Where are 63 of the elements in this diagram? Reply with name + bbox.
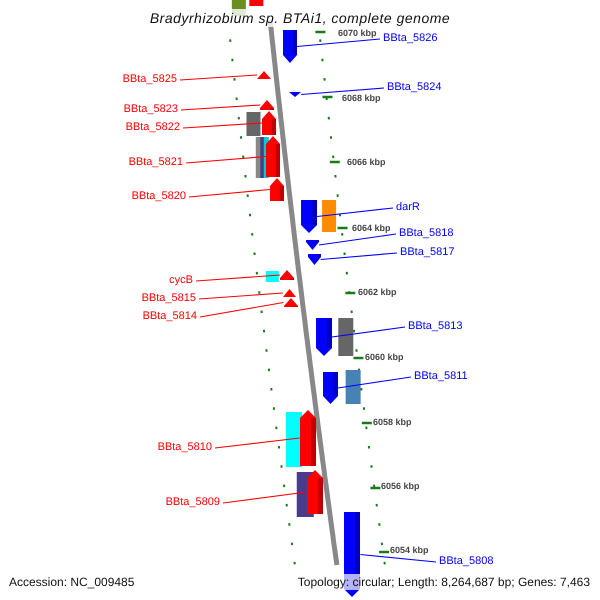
leader-line: [180, 74, 258, 81]
reverse-gene-feature: [301, 200, 318, 233]
scale-label: 6060 kbp: [365, 351, 404, 363]
reverse-gene-feature: [306, 240, 320, 250]
scale-label: 6062 kbp: [358, 286, 397, 298]
accession-text: Accession: NC_009485: [9, 574, 134, 590]
forward-gene-feature: [284, 298, 298, 307]
leader-line: [180, 104, 260, 111]
scale-label: 6058 kbp: [373, 416, 412, 428]
forward-gene-feature: [257, 71, 272, 79]
gene-label: BBta_5811: [414, 369, 468, 383]
forward-gene-feature: [270, 178, 284, 201]
leader-line: [320, 252, 398, 260]
forward-gene-feature: [306, 470, 323, 514]
forward-gene-feature: [300, 410, 316, 466]
leader-line: [360, 554, 436, 563]
gene-label: BBta_5814: [142, 309, 197, 323]
gene-label: BBta_5822: [126, 120, 180, 134]
gene-label: BBta_5809: [166, 495, 220, 509]
leader-line: [222, 491, 307, 504]
reverse-gene-feature: [289, 92, 302, 97]
leader-line: [332, 326, 406, 338]
scale-label: 6054 kbp: [390, 544, 429, 556]
scale-label: 6066 kbp: [347, 156, 386, 168]
gene-label: darR: [396, 200, 420, 214]
forward-gene-feature: [260, 100, 274, 110]
reverse-gene-feature: [316, 318, 332, 356]
genome-summary-text: Topology: circular; Length: 8,264,687 bp; Genes: 7,463: [298, 574, 590, 590]
leader-line: [186, 156, 266, 164]
leader-line: [188, 188, 270, 198]
scale-label: 6056 kbp: [381, 480, 420, 492]
gene-label: cycB: [169, 273, 193, 287]
reverse-gene-feature: [322, 372, 338, 404]
scale-label: 6070 kbp: [338, 27, 377, 39]
forward-gene-feature: [282, 289, 296, 297]
gene-label: BBta_5826: [383, 31, 438, 45]
scale-label: 6064 kbp: [352, 222, 391, 234]
gene-label: BBta_5810: [158, 440, 212, 454]
scale-label: 6068 kbp: [342, 92, 381, 104]
leader-line: [182, 122, 262, 129]
leader-line: [296, 38, 380, 48]
leader-line: [301, 87, 384, 96]
forward-gene-feature: [266, 136, 280, 177]
gene-label: BBta_5821: [128, 155, 183, 169]
forward-gene-feature: [280, 270, 294, 280]
leader-line: [318, 233, 396, 246]
gene-label: BBta_5824: [387, 80, 442, 94]
gene-label: BBta_5823: [124, 102, 178, 116]
gene-label: BBta_5817: [400, 245, 454, 259]
leader-line: [196, 274, 280, 282]
gene-label: BBta_5818: [399, 226, 454, 240]
leader-line: [317, 207, 394, 218]
gene-label: BBta_5813: [408, 319, 462, 333]
leader-line: [200, 302, 284, 318]
leader-line: [338, 376, 412, 389]
leader-line: [214, 437, 300, 449]
gene-label: BBta_5815: [142, 291, 196, 305]
gene-label: BBta_5808: [439, 554, 494, 568]
reverse-gene-feature: [308, 254, 321, 265]
leader-line: [198, 292, 283, 300]
reverse-gene-feature: [282, 30, 297, 63]
gene-label: BBta_5825: [122, 72, 177, 86]
gene-label: BBta_5820: [132, 189, 186, 203]
